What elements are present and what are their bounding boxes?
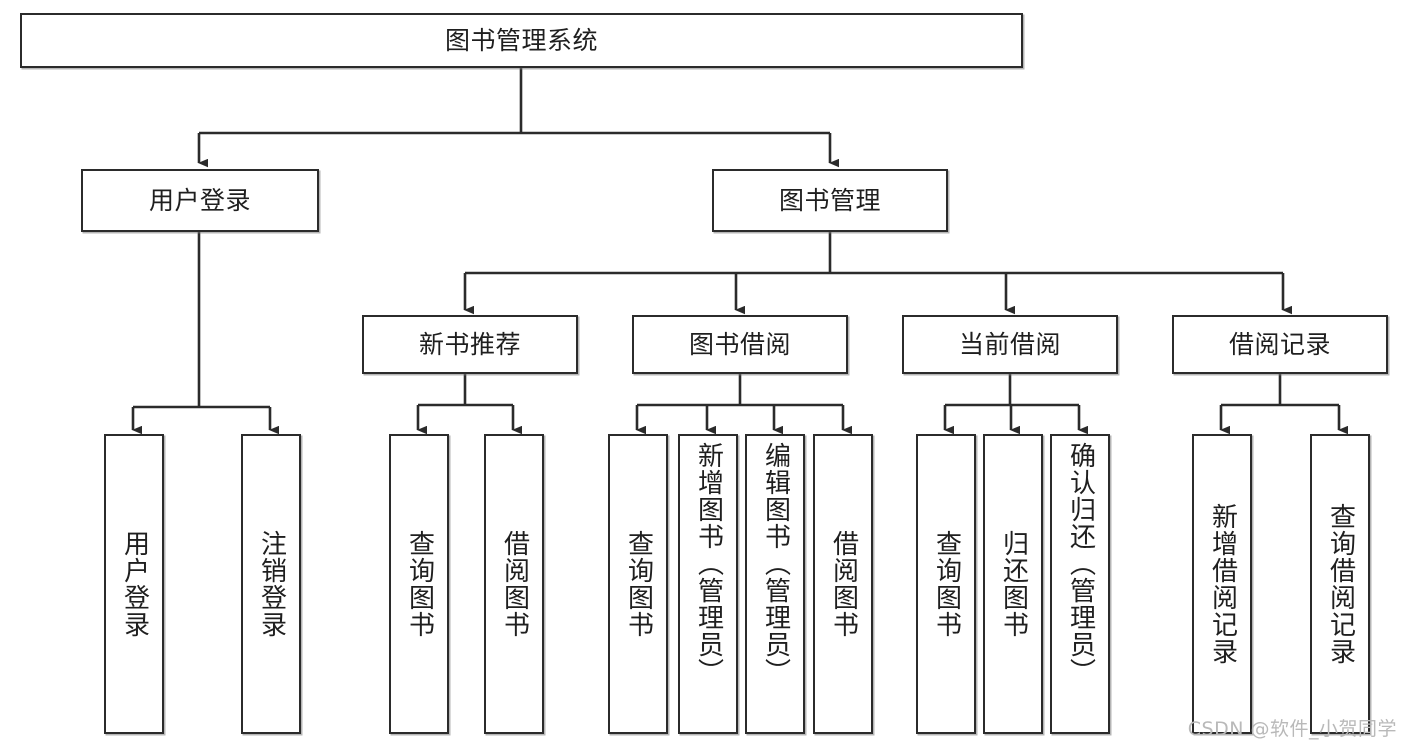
node-label: 新书推荐 — [418, 329, 521, 359]
node-label: 确认归还（管理员） — [1065, 442, 1096, 685]
node-label: 图书管理 — [778, 185, 881, 215]
node-root-system[interactable]: 图书管理系统 — [20, 13, 1023, 68]
leaf-query-book-3[interactable]: 查询图书 — [916, 434, 976, 734]
node-label: 查询图书 — [931, 530, 962, 638]
leaf-confirm-return-admin[interactable]: 确认归还（管理员） — [1050, 434, 1110, 734]
leaf-query-book-1[interactable]: 查询图书 — [389, 434, 449, 734]
node-book-manage[interactable]: 图书管理 — [712, 169, 948, 232]
leaf-edit-book-admin[interactable]: 编辑图书（管理员） — [745, 434, 805, 734]
node-label: 查询图书 — [623, 530, 654, 638]
node-label: 借阅图书 — [499, 530, 530, 638]
node-label: 查询图书 — [404, 530, 435, 638]
node-label: 归还图书 — [998, 530, 1029, 638]
node-label: 当前借阅 — [958, 329, 1061, 359]
node-label: 用户登录 — [119, 530, 150, 638]
node-label: 新增借阅记录 — [1207, 503, 1238, 665]
node-borrow-record[interactable]: 借阅记录 — [1172, 315, 1388, 374]
csdn-watermark: CSDN @软件_小贺同学 — [1187, 718, 1397, 740]
node-label: 查询借阅记录 — [1325, 503, 1356, 665]
leaf-user-logout[interactable]: 注销登录 — [241, 434, 301, 734]
node-current-borrow[interactable]: 当前借阅 — [902, 315, 1118, 374]
leaf-add-borrow-record[interactable]: 新增借阅记录 — [1192, 434, 1252, 734]
node-label: 注销登录 — [256, 530, 287, 638]
leaf-user-login[interactable]: 用户登录 — [104, 434, 164, 734]
node-label: 借阅图书 — [828, 530, 859, 638]
node-label: 图书借阅 — [688, 329, 791, 359]
node-user-login[interactable]: 用户登录 — [81, 169, 319, 232]
node-label: 编辑图书（管理员） — [760, 442, 791, 685]
node-book-borrow[interactable]: 图书借阅 — [632, 315, 848, 374]
leaf-query-book-2[interactable]: 查询图书 — [608, 434, 668, 734]
leaf-borrow-book-1[interactable]: 借阅图书 — [484, 434, 544, 734]
leaf-return-book[interactable]: 归还图书 — [983, 434, 1043, 734]
leaf-add-book-admin[interactable]: 新增图书（管理员） — [678, 434, 738, 734]
node-label: 借阅记录 — [1228, 329, 1331, 359]
node-label: 新增图书（管理员） — [693, 442, 724, 685]
node-label: 用户登录 — [148, 185, 251, 215]
leaf-borrow-book-2[interactable]: 借阅图书 — [813, 434, 873, 734]
leaf-query-borrow-record[interactable]: 查询借阅记录 — [1310, 434, 1370, 734]
node-new-book-recommendation[interactable]: 新书推荐 — [362, 315, 578, 374]
node-label: 图书管理系统 — [444, 25, 598, 55]
